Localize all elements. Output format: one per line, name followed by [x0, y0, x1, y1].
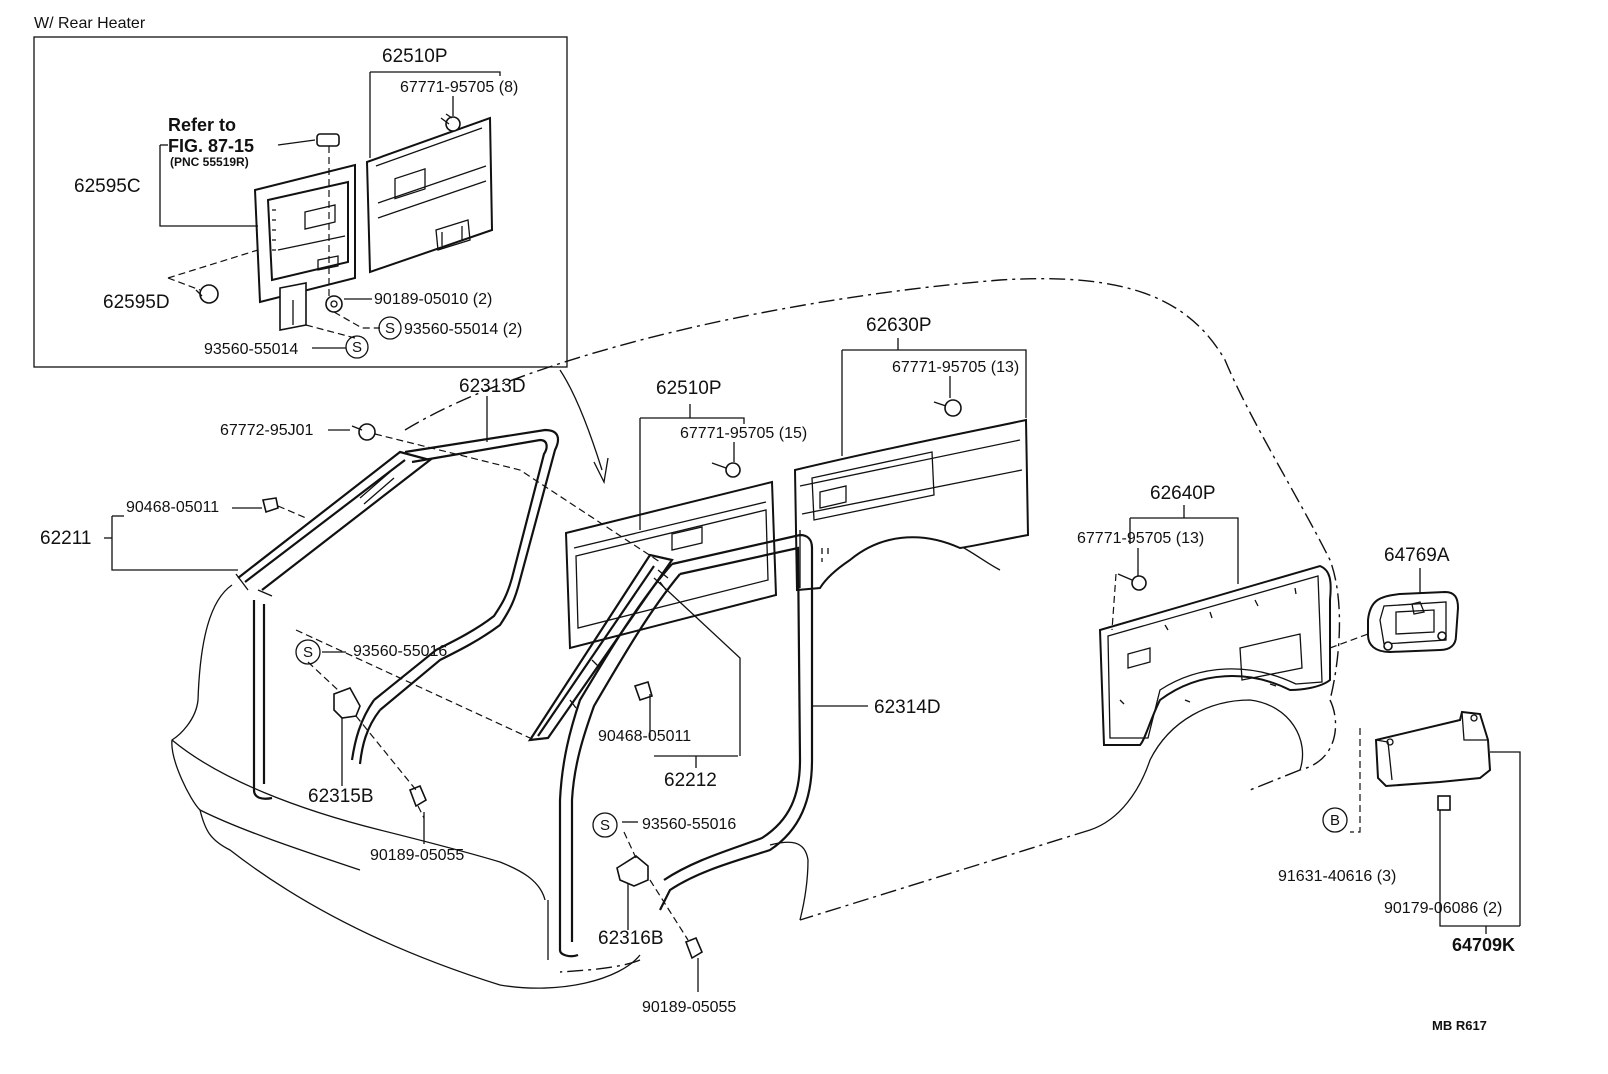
s-symbol-a-text: S — [303, 644, 313, 661]
label-93560-55016-b: 93560-55016 — [642, 816, 736, 833]
b-symbol — [1322, 807, 1348, 833]
label-62314D: 62314D — [874, 697, 941, 718]
inset-s-symbol-2-text: S — [352, 339, 362, 356]
label-62630P: 62630P — [866, 315, 932, 336]
clip-90468-b — [633, 680, 653, 702]
label-67771-95705-15: 67771-95705 (15) — [680, 425, 807, 442]
inset-clip-67771 — [440, 113, 461, 132]
part-62315B — [333, 687, 361, 719]
inset-arrow-head — [593, 457, 609, 485]
clip-67771-13b — [1117, 573, 1147, 591]
label-62211: 62211 — [40, 528, 91, 549]
inset-arrow — [559, 369, 603, 471]
refer-line-2: FIG. 87-15 — [168, 136, 254, 156]
part-64709K — [1374, 710, 1492, 811]
label-67772-95J01: 67772-95J01 — [220, 422, 314, 439]
inset-frame — [33, 36, 568, 368]
b-symbol-text: B — [1330, 812, 1340, 829]
label-62316B: 62316B — [598, 928, 664, 949]
leader-lines — [104, 338, 1521, 992]
trim-62314D — [558, 533, 814, 958]
label-91631-40616-3: 91631-40616 (3) — [1278, 868, 1396, 885]
label-62510P: 62510P — [656, 378, 722, 399]
clip-90468-a — [262, 497, 279, 514]
inset-clip-90189 — [325, 295, 343, 313]
inset-label-67771-8: 67771-95705 (8) — [400, 79, 518, 96]
inset-label-62595D: 62595D — [103, 292, 170, 313]
label-90189-05055-b: 90189-05055 — [642, 999, 736, 1016]
inset-caption: W/ Rear Heater — [34, 15, 146, 32]
inset-s-symbol-1 — [378, 316, 402, 340]
clip-67771-13a — [933, 399, 962, 417]
label-90468-05011-a: 90468-05011 — [126, 499, 219, 516]
trim-62313D — [350, 428, 560, 765]
label-62212: 62212 — [664, 770, 717, 791]
label-90468-05011-b: 90468-05011 — [598, 728, 691, 745]
clip-67772 — [351, 423, 376, 441]
inset-panel-62510P — [365, 116, 494, 274]
refer-line-1: Refer to — [168, 115, 236, 135]
clip-67771-15 — [711, 462, 741, 478]
part-64769A — [1367, 590, 1460, 654]
trim-62211 — [235, 450, 433, 800]
s-symbol-b-text: S — [600, 817, 610, 834]
label-90189-05055-a: 90189-05055 — [370, 847, 464, 864]
label-93560-55016-a: 93560-55016 — [353, 643, 447, 660]
inset-refer-part — [316, 133, 340, 147]
inset-label-90189-05010: 90189-05010 (2) — [374, 291, 492, 308]
inset-clip-62595D — [195, 284, 219, 304]
label-67771-95705-13a: 67771-95705 (13) — [892, 359, 1019, 376]
figure-code: MB R617 — [1432, 1018, 1487, 1033]
label-62315B: 62315B — [308, 786, 374, 807]
inset-heater-cover — [253, 163, 356, 331]
inset-label-93560-55014-2: 93560-55014 (2) — [404, 321, 522, 338]
inset-label-62595C: 62595C — [74, 176, 141, 197]
side-panel-62640P — [1098, 564, 1332, 746]
label-62313D: 62313D — [459, 376, 526, 397]
s-symbol-a — [295, 639, 321, 665]
side-panel-62630P — [793, 418, 1030, 592]
part-62316B — [616, 855, 649, 887]
inset-s-symbol-1-text: S — [385, 320, 395, 337]
inset-label-62510P: 62510P — [382, 46, 448, 67]
label-90179-06086-2: 90179-06086 (2) — [1384, 900, 1502, 917]
label-64709K: 64709K — [1452, 935, 1515, 955]
label-62640P: 62640P — [1150, 483, 1216, 504]
label-67771-95705-13b: 67771-95705 (13) — [1077, 530, 1204, 547]
inset-s-symbol-2 — [345, 335, 369, 359]
clip-90189-b — [684, 936, 704, 960]
clip-90189-a — [408, 784, 428, 808]
s-symbol-b — [592, 812, 618, 838]
inset-label-93560-55014: 93560-55014 — [204, 341, 298, 358]
refer-line-3: (PNC 55519R) — [170, 155, 249, 169]
label-64769A: 64769A — [1384, 545, 1450, 566]
